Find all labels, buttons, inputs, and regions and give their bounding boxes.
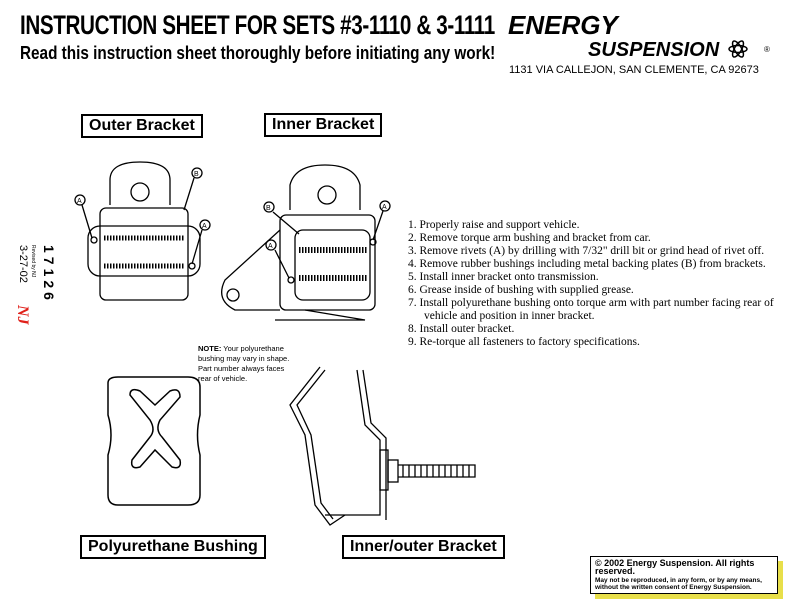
step-item: 2. Remove torque arm bushing and bracket… (408, 232, 651, 244)
step-item: 4. Remove rubber bushings including meta… (408, 258, 766, 270)
copyright-line1: © 2002 Energy Suspension. All rights res… (595, 558, 755, 576)
callout-a: A (202, 223, 207, 230)
address: 1131 VIA CALLEJON, SAN CLEMENTE, CA 9267… (509, 64, 759, 76)
callout-a: A (268, 243, 273, 250)
copyright-notice: © 2002 Energy Suspension. All rights res… (590, 556, 778, 594)
callout-a: A (382, 204, 387, 211)
energy-suspension-logo: ENERGY SUSPENSION ® (508, 10, 770, 61)
note-label: NOTE: (198, 344, 222, 353)
instruction-steps: 1. Properly raise and support vehicle. 2… (408, 219, 778, 349)
logo-line1: ENERGY (508, 10, 620, 40)
logo-line2: SUSPENSION (588, 39, 720, 61)
page-subtitle: Read this instruction sheet thoroughly b… (20, 43, 496, 63)
callout-a: A (77, 198, 82, 205)
page-title: INSTRUCTION SHEET FOR SETS #3-1110 & 3-1… (20, 10, 495, 40)
step-item: 5. Install inner bracket onto transmissi… (408, 271, 599, 283)
step-item: 6. Grease inside of bushing with supplie… (408, 284, 634, 296)
outer-bracket-drawing: A A B (74, 161, 211, 301)
note-text: Your polyurethane bushing may vary in sh… (198, 344, 290, 383)
callout-b: B (266, 205, 271, 212)
revision-number: 17126 (41, 245, 57, 304)
revision-stamp: Revised by NJ 17126 3-27-02 NJ (14, 245, 57, 326)
polyurethane-bushing-label: Polyurethane Bushing (80, 535, 266, 559)
revised-by: Revised by NJ (30, 245, 36, 278)
revision-date: 3-27-02 (17, 245, 29, 283)
inner-outer-bracket-drawing (289, 366, 476, 526)
outer-bracket-label: Outer Bracket (81, 114, 203, 138)
step-item: 8. Install outer bracket. (408, 323, 515, 335)
step-item: 1. Properly raise and support vehicle. (408, 219, 580, 231)
copyright-line2: May not be reproduced, in any form, or b… (595, 577, 762, 591)
step-item: 7. Install polyurethane bushing onto tor… (408, 297, 774, 322)
revision-initials: NJ (14, 304, 31, 326)
inner-bracket-label: Inner Bracket (264, 113, 383, 137)
step-item: 3. Remove rivets (A) by drilling with 7/… (408, 245, 765, 257)
step-item: 9. Re-torque all fasteners to factory sp… (408, 336, 640, 348)
note: NOTE: Your polyurethane bushing may vary… (198, 344, 290, 384)
inner-outer-bracket-label: Inner/outer Bracket (342, 535, 505, 559)
atom-icon (728, 40, 748, 58)
inner-bracket-drawing: B A A (221, 164, 391, 321)
callout-b: B (194, 171, 199, 178)
registered-icon: ® (764, 45, 770, 54)
polyurethane-bushing-drawing (107, 376, 201, 506)
